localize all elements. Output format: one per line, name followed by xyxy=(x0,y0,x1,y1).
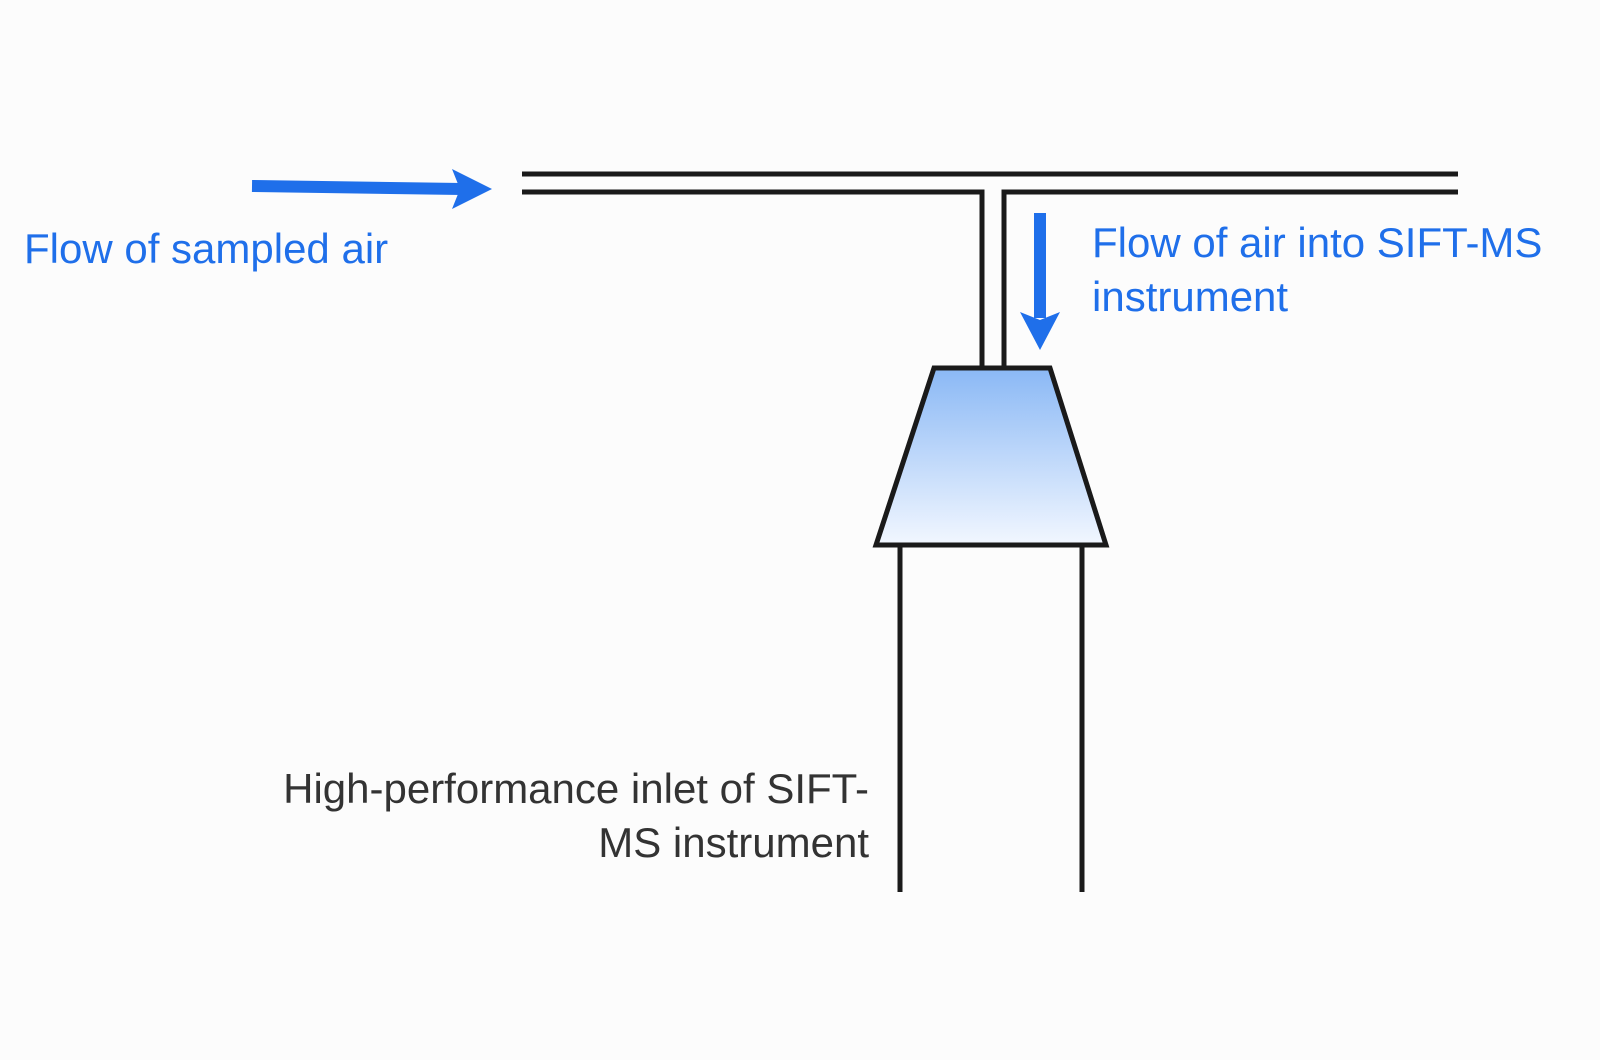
sample-pipe-bottom-wall-left xyxy=(522,189,985,368)
instrument-flow-arrow xyxy=(1020,213,1060,350)
sampled-air-arrow-shaft xyxy=(251,180,463,195)
sample-pipe-bottom-wall-right xyxy=(1001,189,1458,368)
inlet-label-line2: MS instrument xyxy=(598,819,869,866)
inlet-tube xyxy=(897,545,1085,892)
instrument-flow-label-line2: instrument xyxy=(1092,273,1289,320)
instrument-arrow-head xyxy=(1020,312,1060,350)
instrument-flow-label-line1: Flow of air into SIFT-MS xyxy=(1092,219,1543,266)
sampled-air-arrow-head xyxy=(452,169,492,209)
inlet-label: High-performance inlet of SIFT- MS instr… xyxy=(283,762,869,870)
instrument-flow-label: Flow of air into SIFT-MS instrument xyxy=(1092,216,1542,324)
sampled-air-flow-arrow xyxy=(251,169,492,209)
inlet-label-line1: High-performance inlet of SIFT- xyxy=(283,765,869,812)
sample-pipe xyxy=(522,171,1458,368)
inlet-funnel xyxy=(872,365,1110,548)
sampled-air-label: Flow of sampled air xyxy=(24,225,389,272)
